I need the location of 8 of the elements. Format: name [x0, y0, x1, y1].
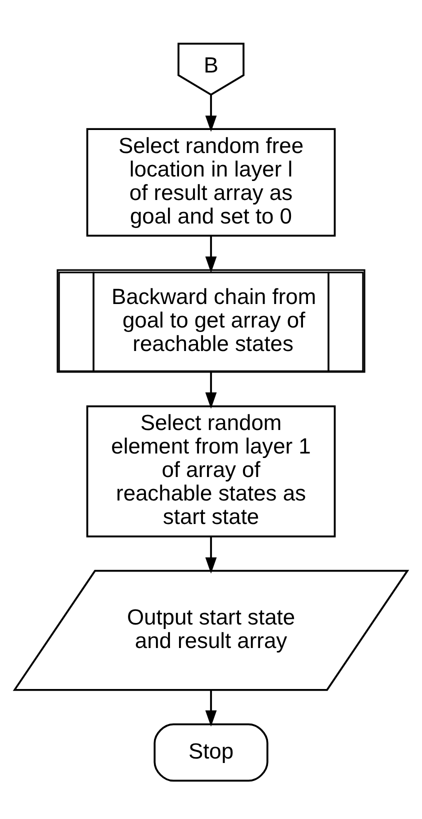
node-box: Select random free location in layer l of result array as goal and set to 0	[86, 128, 336, 237]
node-box: Stop	[154, 723, 268, 782]
arrow	[205, 536, 217, 574]
arrow	[205, 236, 217, 273]
arrow	[205, 94, 217, 132]
arrow	[205, 372, 217, 409]
arrow	[205, 690, 217, 727]
node-box: Select random element from layer 1 of array of reachable states as start state	[86, 405, 336, 538]
